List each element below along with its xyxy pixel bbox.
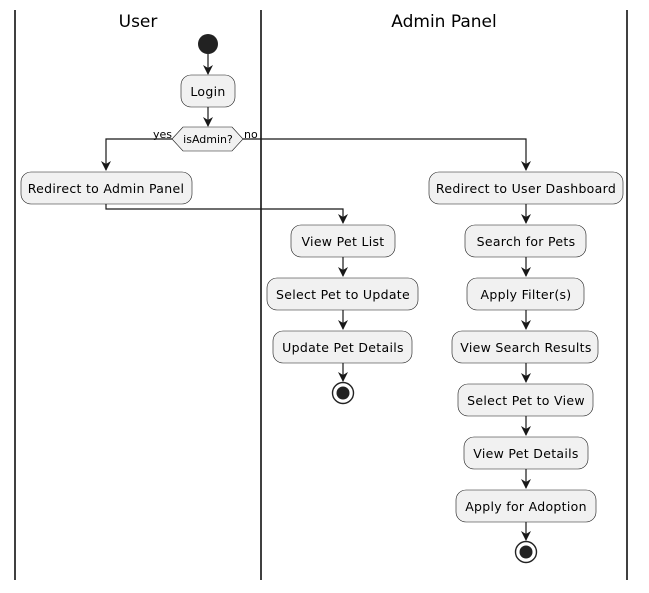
node-view-search-results-label: View Search Results <box>460 340 591 355</box>
lane-title-admin-panel: Admin Panel <box>391 12 496 32</box>
guard-no: no <box>244 128 258 141</box>
node-update-pet-details-label: Update Pet Details <box>282 340 404 355</box>
guard-yes: yes <box>153 128 172 141</box>
decision-isadmin-label: isAdmin? <box>183 133 233 146</box>
node-apply-filters-label: Apply Filter(s) <box>481 287 572 302</box>
node-view-pet-list-label: View Pet List <box>301 234 384 249</box>
node-login-label: Login <box>190 84 225 99</box>
node-view-pet-details-label: View Pet Details <box>473 446 578 461</box>
end-node-right-inner <box>519 545 533 559</box>
edge-redirect-admin-view-list <box>105 204 348 224</box>
node-redirect-user-label: Redirect to User Dashboard <box>436 181 616 196</box>
edge-yes-redirect-admin <box>101 138 172 171</box>
node-search-pets-label: Search for Pets <box>477 234 576 249</box>
node-redirect-admin-label: Redirect to Admin Panel <box>28 181 184 196</box>
node-view-search-results <box>451 330 599 364</box>
edge-no-redirect-user <box>243 138 531 171</box>
start-node <box>198 34 218 54</box>
node-apply-adoption-label: Apply for Adoption <box>465 499 587 514</box>
end-node-left-inner <box>336 386 350 400</box>
node-select-pet-update-label: Select Pet to Update <box>276 287 410 302</box>
node-select-pet-view-label: Select Pet to View <box>467 393 585 408</box>
lane-title-user: User <box>119 12 158 32</box>
